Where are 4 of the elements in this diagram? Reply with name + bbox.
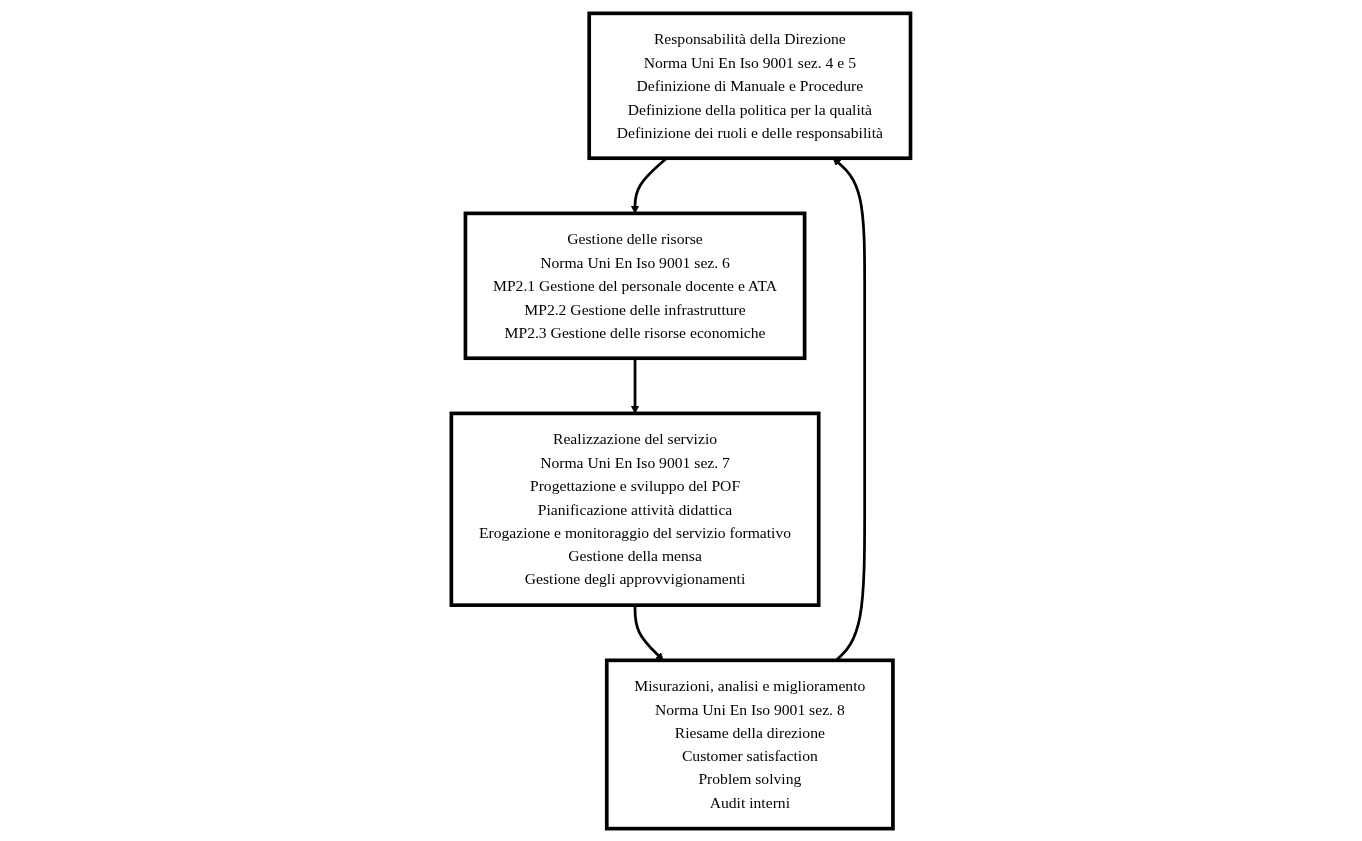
node-box: Gestione delle risorse Norma Uni En Iso 9001 sez. 6 MP2.1 Gestione del personale docente e ATA MP2.2 Gestione delle infrastrutture MP2.3 Gestione delle risorse economiche [463, 211, 807, 360]
node-box: Realizzazione del servizio Norma Uni En Iso 9001 sez. 7 Progettazione e sviluppo del POF Pianificazione attività didattica Erogazione e monitoraggio del servizio formativo Gestione della mensa Gestione degli approvvigionamenti [449, 411, 821, 607]
node-box: Misurazioni, analisi e miglioramento Norma Uni En Iso 9001 sez. 8 Riesame della direzione Customer satisfaction Problem solving Audit interni [605, 658, 895, 830]
node-box: Responsabilità della Direzione Norma Uni En Iso 9001 sez. 4 e 5 Definizione di Manuale e Procedure Definizione della politica per la qualità Definizione dei ruoli e delle responsabilità [587, 11, 913, 160]
